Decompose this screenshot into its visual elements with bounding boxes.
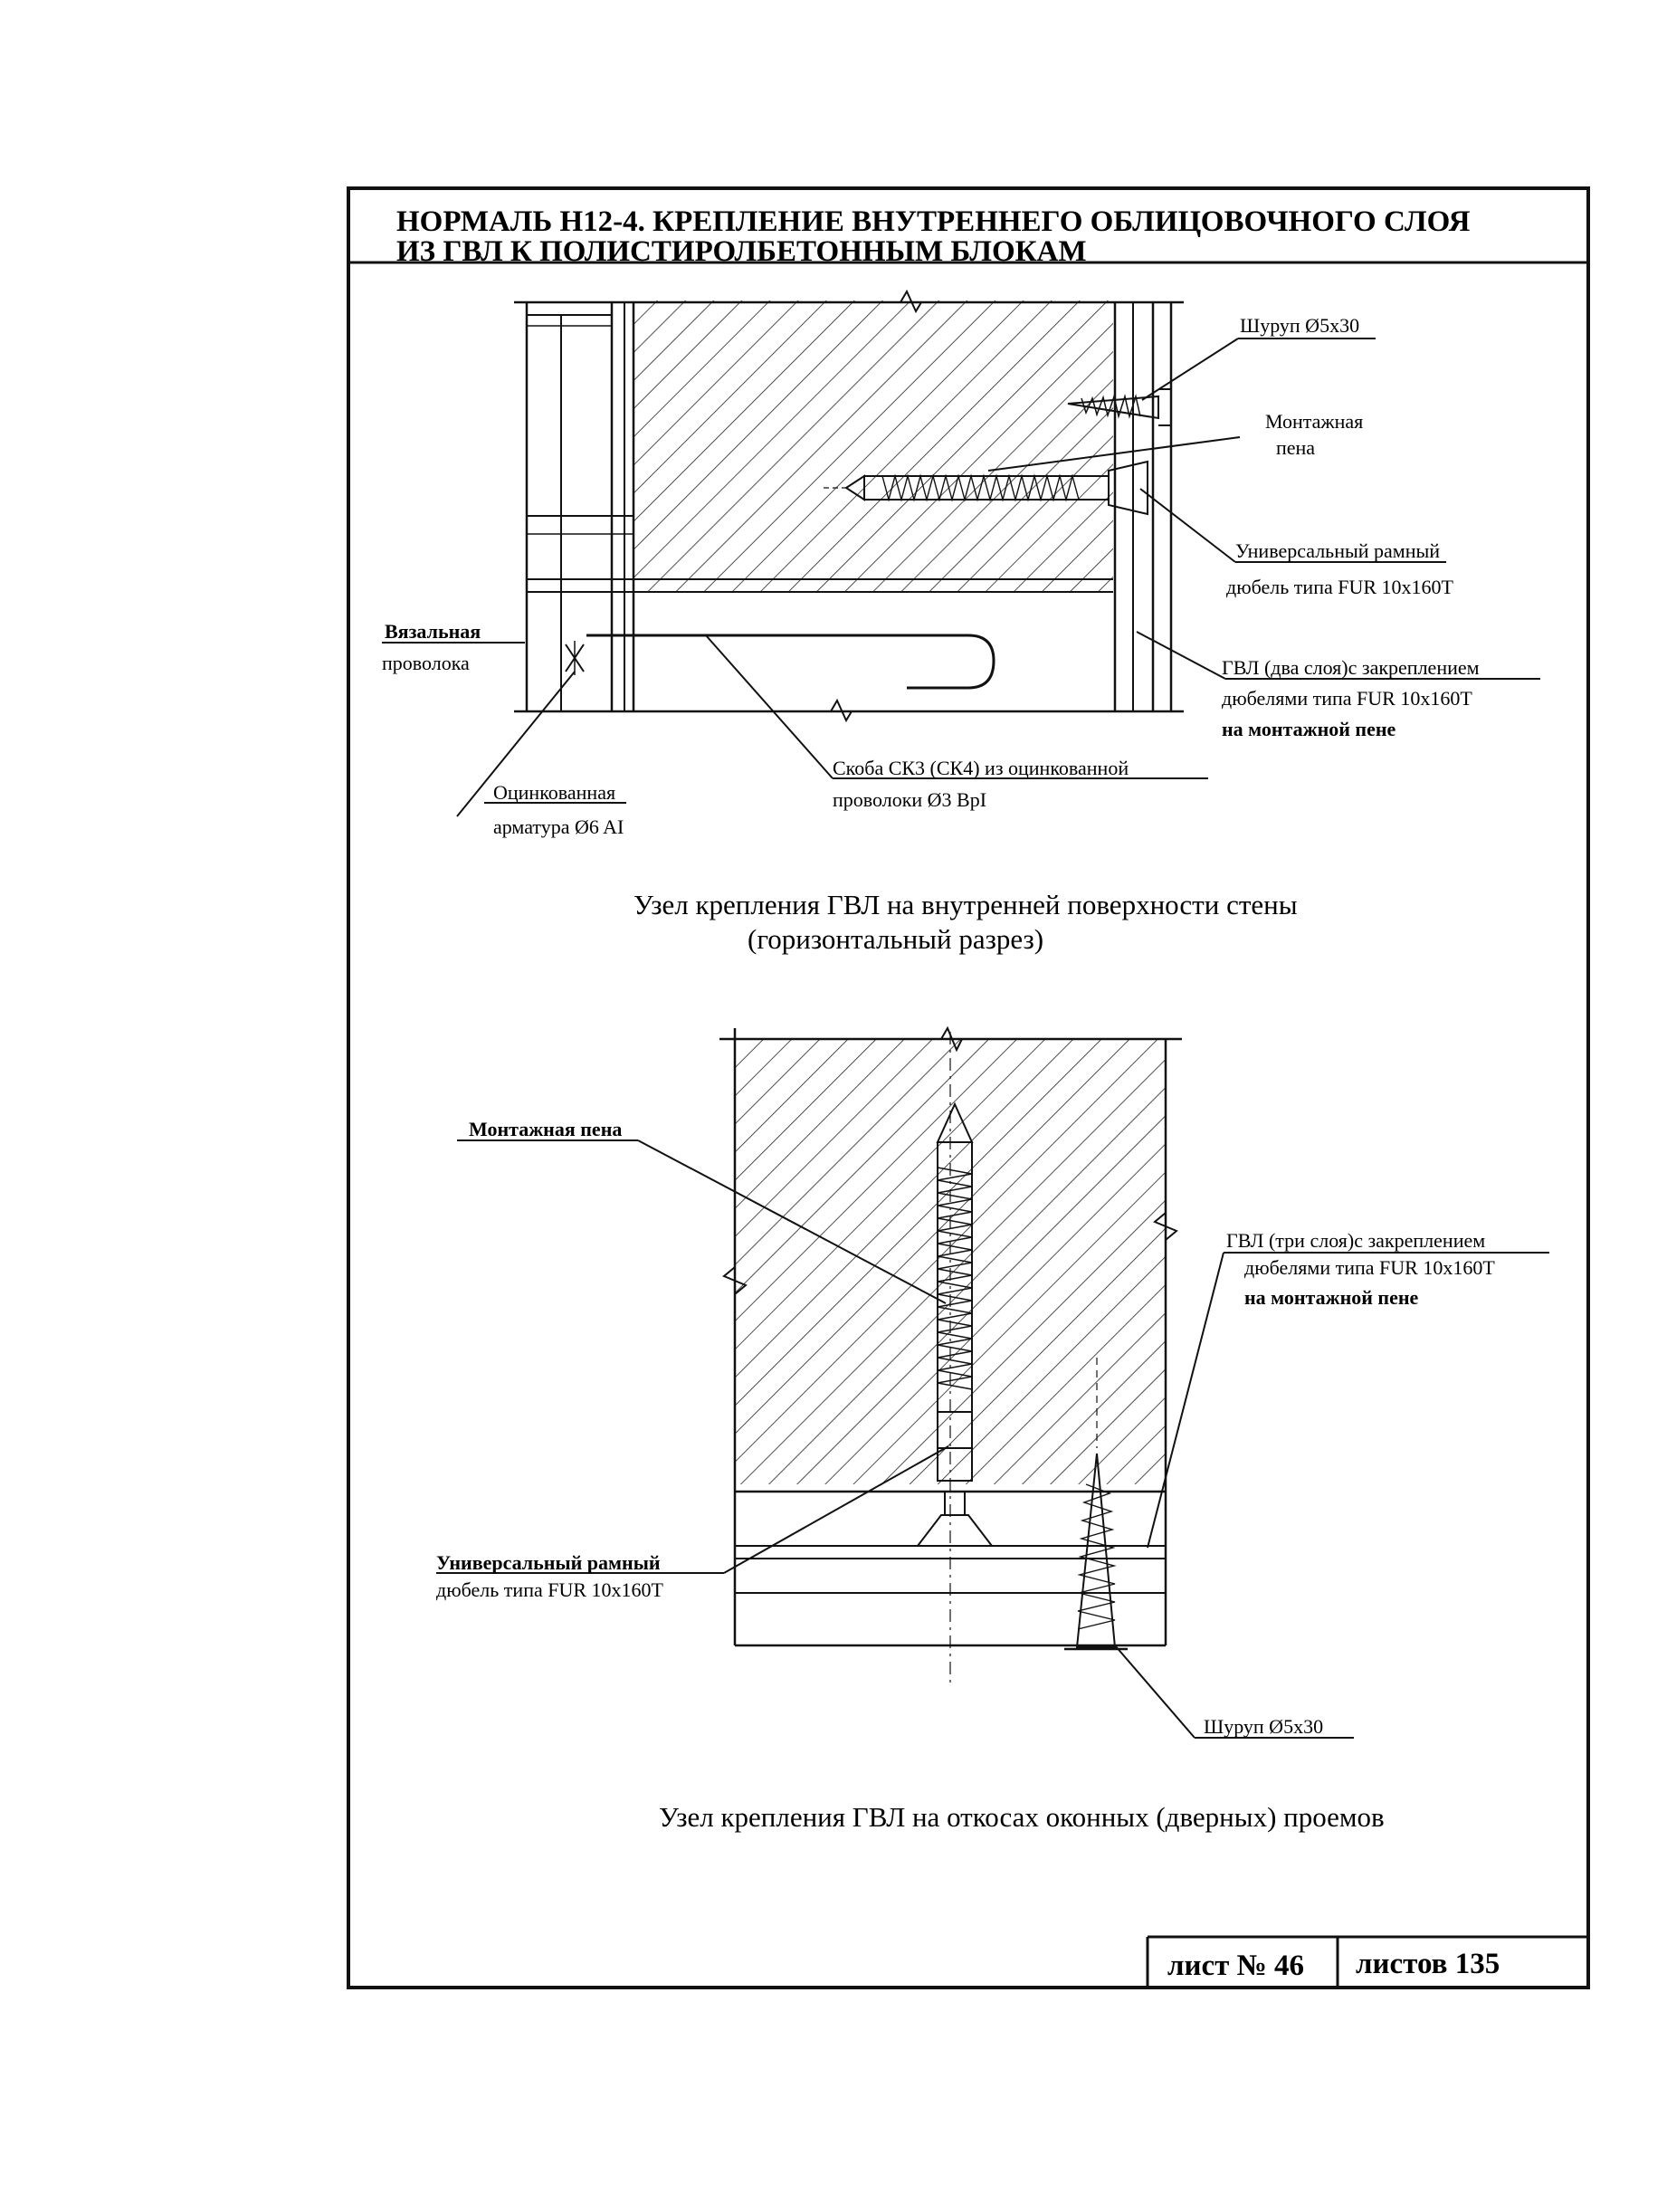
- label-dowel-1b: дюбель типа FUR 10х160T: [1226, 576, 1454, 598]
- label-dowel-1a: Универсальный рамный: [1235, 539, 1440, 562]
- figure-2-caption: Узел крепления ГВЛ на откосах оконных (д…: [659, 1801, 1385, 1833]
- label-wire-b: проволока: [382, 652, 470, 674]
- label-gvl-2c: на монтажной пене: [1244, 1286, 1419, 1309]
- sheet-frame: [347, 186, 1590, 1989]
- polystyrene-concrete-block: [633, 300, 1113, 592]
- bracket-sk3: [586, 634, 995, 690]
- label-gvl-2a: ГВЛ (три слоя)с закреплением: [1226, 1229, 1485, 1252]
- figure-1-horizontal-section: Шуруп Ø5х30 Монтажная пена Универсальный…: [382, 289, 1540, 955]
- label-gvl-1c: на монтажной пене: [1222, 718, 1396, 740]
- frame-dowel-fur-horizontal: [824, 460, 1148, 516]
- title-line-1: НОРМАЛЬ Н12-4. КРЕПЛЕНИЕ ВНУТРЕННЕГО ОБЛ…: [396, 205, 1471, 238]
- label-screw-2: Шуруп Ø5х30: [1204, 1715, 1323, 1738]
- label-gvl-1a: ГВЛ (два слоя)с закреплением: [1222, 656, 1480, 679]
- label-bracket-b: проволоки Ø3 BpI: [833, 788, 986, 811]
- label-foam-2: Монтажная пена: [469, 1118, 622, 1140]
- sheet-number: лист № 46: [1167, 1950, 1304, 1982]
- figure-2-window-reveal: Монтажная пена ГВЛ (три слоя)с закреплен…: [436, 1025, 1549, 1833]
- label-gvl-1b: дюбелями типа FUR 10x160T: [1222, 687, 1472, 710]
- wire-tie-mark: [565, 641, 585, 675]
- label-bracket-a: Скоба СК3 (СК4) из оцинкованной: [833, 757, 1129, 779]
- figure-1-caption-line-2: (горизонтальный разрез): [748, 923, 1043, 955]
- figure-1-caption-line-1: Узел крепления ГВЛ на внутренней поверхн…: [633, 889, 1298, 920]
- label-wire-a: Вязальная: [385, 620, 481, 643]
- label-dowel-2a: Универсальный рамный: [436, 1551, 661, 1574]
- label-rebar-b: арматура Ø6 AI: [493, 815, 624, 838]
- sheets-total: листов 135: [1356, 1948, 1500, 1980]
- title-block-stamp: лист № 46 листов 135: [1146, 1935, 1588, 1988]
- frame-dowel-fur-vertical: [915, 1101, 995, 1547]
- label-gvl-2b: дюбелями типа FUR 10x160T: [1244, 1256, 1495, 1279]
- label-rebar-a: Оцинкованная: [493, 781, 615, 804]
- label-foam-1a: Монтажная: [1265, 410, 1363, 433]
- title-line-2: ИЗ ГВЛ К ПОЛИСТИРОЛБЕТОННЫМ БЛОКАМ: [396, 235, 1087, 268]
- label-foam-1b: пена: [1276, 436, 1315, 459]
- label-screw-1: Шуруп Ø5х30: [1240, 314, 1359, 337]
- label-dowel-2b: дюбель типа FUR 10x160T: [436, 1578, 664, 1601]
